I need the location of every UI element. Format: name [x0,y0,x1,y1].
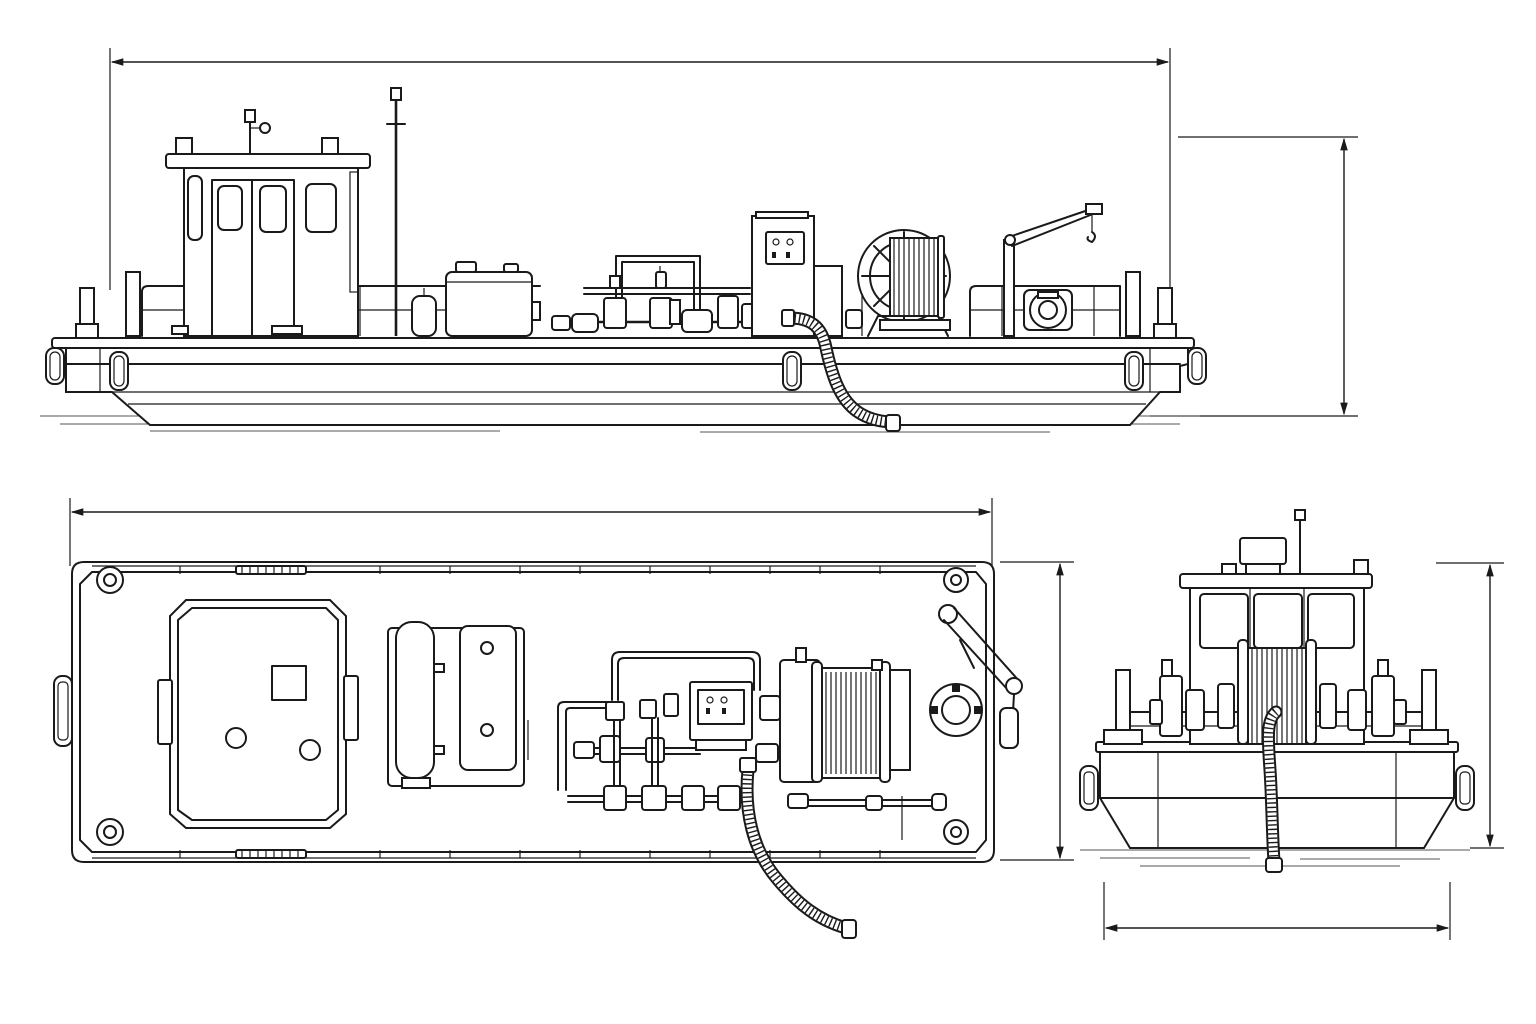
plan-hose-reel [779,647,911,783]
control-cabinet [751,211,843,337]
dimension-end-height [1436,562,1504,849]
plan-rail-stanchions [179,566,881,858]
side-elevation-view [40,48,1358,433]
suction-hose-end [1261,705,1283,873]
plan-tanks [387,621,529,789]
plan-view [53,498,1074,939]
dimension-end-beam [1103,882,1451,940]
plan-deck-crane [938,604,1023,749]
fenders [45,347,1207,391]
barge-hull [51,337,1195,426]
dimension-plan-length [69,498,993,566]
plan-control-cabinet [689,681,753,751]
dimension-overall-height [1150,136,1358,417]
hose-reel [857,229,951,337]
plan-reel-coils [825,672,877,774]
bollards [75,271,1177,339]
mast [386,87,406,336]
end-elevation-view [1079,509,1504,940]
deck-crane [1003,203,1103,337]
end-hose-reel [1237,639,1317,745]
plan-wheelhouse [157,599,359,829]
plan-fender-ribs [241,566,299,858]
wheelhouse [165,137,371,337]
dimension-overall-length [109,48,1171,290]
suction-hose-side [781,309,901,432]
storage-tank [411,261,541,337]
life-ring [1023,289,1073,331]
plan-bollards [96,566,969,846]
roof-antenna [244,109,271,155]
end-deck-equipment [1149,659,1407,737]
dimension-plan-beam [1000,561,1074,861]
plan-pump-manifold [557,651,947,840]
end-reel-coils [1251,648,1303,744]
suction-hose-plan [739,757,857,939]
plan-life-ring [929,683,983,737]
